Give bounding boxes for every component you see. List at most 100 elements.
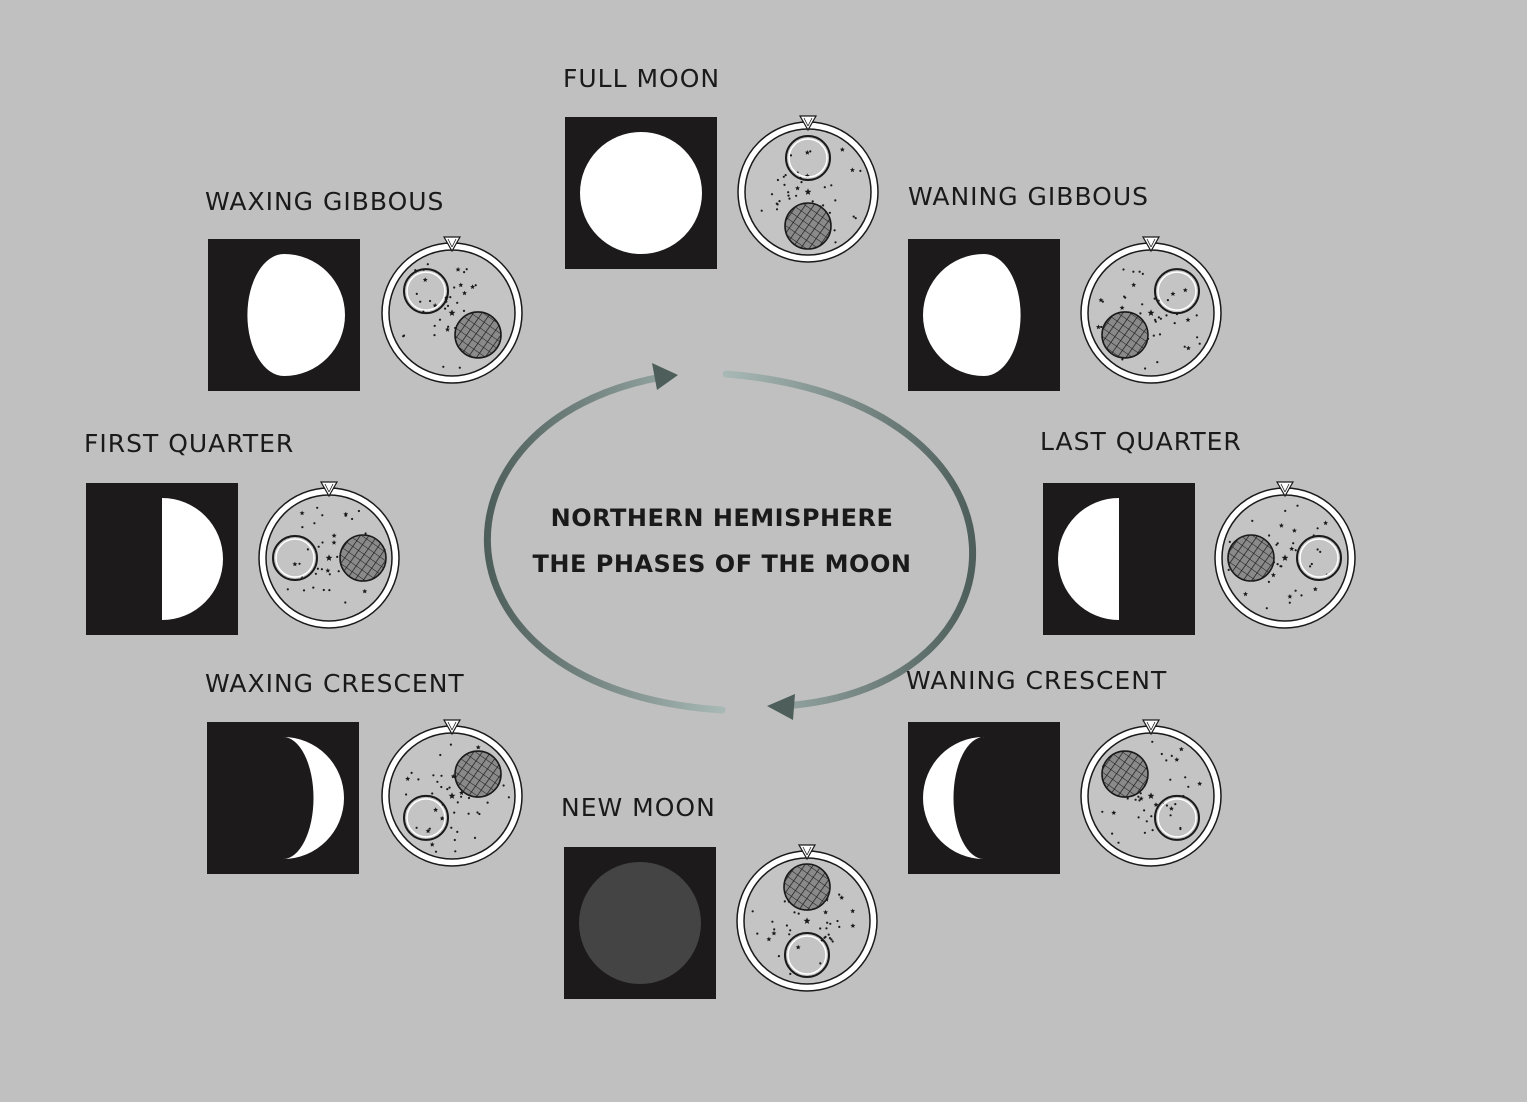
center-star-icon xyxy=(1147,792,1155,799)
center-title-line2: THE PHASES OF THE MOON xyxy=(533,550,912,578)
star-icon xyxy=(459,790,465,795)
star-icon xyxy=(425,828,431,834)
right-edge-strip xyxy=(1527,0,1536,1107)
center-star-icon xyxy=(803,917,811,924)
star-icon xyxy=(343,511,349,517)
star-icon xyxy=(1278,523,1284,528)
pointer-icon xyxy=(1141,236,1161,253)
star-icon xyxy=(823,909,829,915)
moon-icon xyxy=(283,737,344,859)
star-icon xyxy=(795,185,800,191)
star-icon xyxy=(1095,324,1101,330)
star-icon xyxy=(1119,305,1125,310)
orbit-dial xyxy=(258,481,400,629)
star-icon xyxy=(804,150,810,155)
phase-label: WANING GIBBOUS xyxy=(908,182,1149,211)
outline-circle-icon xyxy=(785,135,831,181)
phases-layer: FULL MOON WANING GIBBOUS LAST QUARTER WANIN… xyxy=(84,64,1356,999)
star-icon xyxy=(1169,806,1174,811)
star-icon xyxy=(362,588,368,594)
phase-waning-gibbous: WANING GIBBOUS xyxy=(908,182,1222,391)
phase-last-quarter: LAST QUARTER xyxy=(1040,427,1356,635)
star-icon xyxy=(458,282,464,288)
moon-icon xyxy=(923,254,1021,376)
outline-circle-icon xyxy=(403,794,449,841)
orbit-dial xyxy=(737,115,879,263)
phase-new-moon: NEW MOON xyxy=(561,793,878,999)
center-star-icon xyxy=(448,309,456,316)
hatched-globe-icon xyxy=(783,863,831,911)
star-icon xyxy=(462,290,467,296)
phase-label: WAXING CRESCENT xyxy=(205,669,465,698)
hatched-globe-icon xyxy=(339,534,387,582)
star-icon xyxy=(470,284,476,289)
star-icon xyxy=(292,561,298,567)
star-icon xyxy=(1243,591,1248,597)
star-icon xyxy=(1178,746,1184,752)
moon-icon xyxy=(579,862,701,984)
star-icon xyxy=(429,842,435,847)
center-star-icon xyxy=(1281,554,1289,561)
center-star-icon xyxy=(325,554,333,561)
star-icon xyxy=(331,533,337,538)
star-icon xyxy=(1098,297,1104,303)
star-icon xyxy=(1182,287,1188,293)
orbit-dial xyxy=(1214,481,1356,629)
star-icon xyxy=(839,147,845,152)
star-icon xyxy=(850,908,856,914)
star-icon xyxy=(475,744,481,750)
orbit-dial xyxy=(1080,236,1222,384)
phase-full-moon: FULL MOON xyxy=(563,64,879,269)
center-title-line1: NORTHERN HEMISPHERE xyxy=(551,504,894,532)
cycle-arc-right xyxy=(722,370,976,710)
phase-waxing-gibbous: WAXING GIBBOUS xyxy=(205,187,523,391)
phase-waxing-crescent: WAXING CRESCENT xyxy=(205,669,523,874)
hatched-globe-icon xyxy=(1101,311,1149,359)
pointer-icon xyxy=(319,481,339,498)
pointer-icon xyxy=(1275,481,1295,498)
star-icon xyxy=(1185,317,1191,322)
center-star-icon xyxy=(1147,309,1155,316)
pointer-icon xyxy=(442,719,462,736)
star-icon xyxy=(1131,282,1137,288)
star-icon xyxy=(299,510,305,516)
outline-circle-icon xyxy=(1154,794,1200,841)
bottom-edge-strip xyxy=(0,1102,1536,1107)
star-icon xyxy=(433,807,439,812)
outline-circle-icon xyxy=(784,932,830,978)
moon-icon xyxy=(923,737,984,859)
star-icon xyxy=(850,167,855,173)
star-icon xyxy=(1287,594,1293,599)
hatched-globe-icon xyxy=(784,202,832,250)
phase-label: WANING CRESCENT xyxy=(906,666,1167,695)
phase-first-quarter: FIRST QUARTER xyxy=(84,429,400,635)
star-icon xyxy=(1323,520,1329,526)
moon-icon xyxy=(1058,498,1119,620)
orbit-dial xyxy=(1080,719,1222,867)
arrowhead-top-icon xyxy=(652,363,678,390)
outline-circle-icon xyxy=(272,535,318,581)
star-icon xyxy=(1111,810,1117,815)
phase-label: WAXING GIBBOUS xyxy=(205,187,444,216)
star-icon xyxy=(1270,572,1276,578)
hatched-globe-icon xyxy=(454,750,502,798)
star-icon xyxy=(1138,796,1144,801)
orbit-dial xyxy=(381,236,523,384)
star-icon xyxy=(422,277,428,282)
hatched-globe-icon xyxy=(1101,750,1149,798)
outline-circle-icon xyxy=(1296,535,1342,581)
star-icon xyxy=(445,327,450,332)
phase-label: FIRST QUARTER xyxy=(84,429,294,458)
center-star-icon xyxy=(804,188,812,195)
outline-circle-icon xyxy=(1154,268,1200,315)
pointer-icon xyxy=(442,236,462,253)
star-icon xyxy=(771,930,777,936)
star-icon xyxy=(331,540,337,545)
phase-label: FULL MOON xyxy=(563,64,720,93)
star-icon xyxy=(1170,291,1176,296)
star-icon xyxy=(1174,757,1180,762)
phase-waning-crescent: WANING CRESCENT xyxy=(906,666,1222,874)
star-icon xyxy=(1289,546,1295,551)
star-icon xyxy=(795,944,801,950)
